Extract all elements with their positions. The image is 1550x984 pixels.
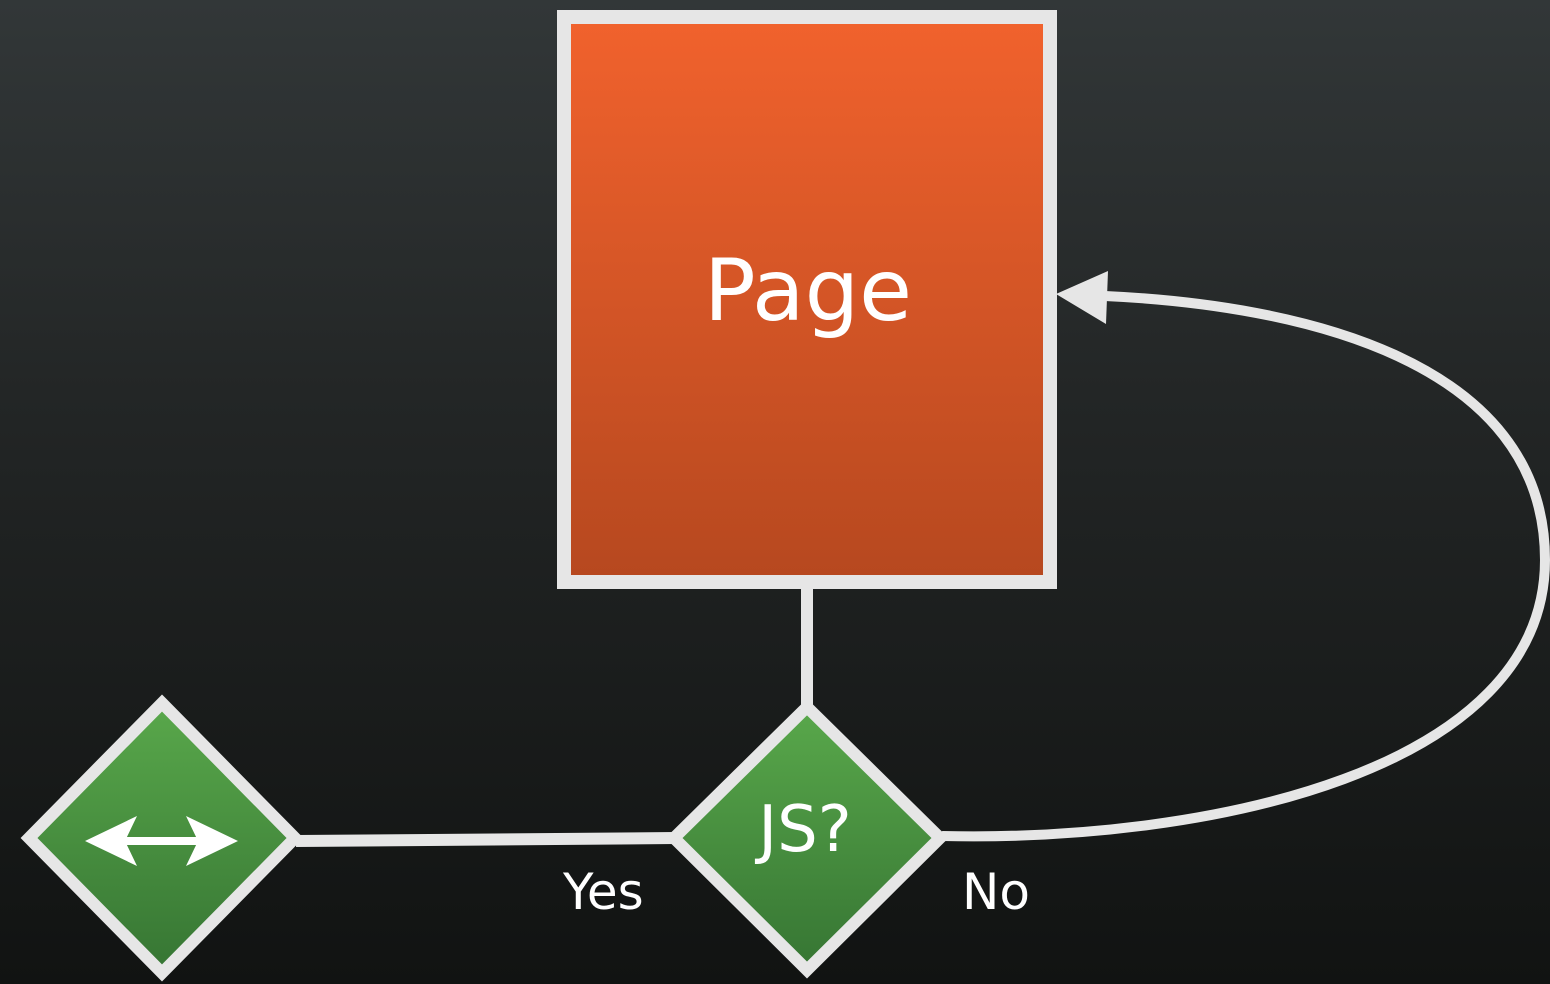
- decision-node-label: JS?: [758, 793, 852, 867]
- decision-diamond: [665, 698, 949, 979]
- page-node: [557, 10, 1057, 589]
- yes-edge-label: Yes: [563, 863, 644, 921]
- no-edge-label: No: [962, 863, 1030, 921]
- double-headed-arrow-icon: [85, 816, 238, 866]
- page-node-label: Page: [703, 241, 913, 341]
- connector-yes: [295, 832, 677, 847]
- connector-no-loop: [941, 291, 1550, 842]
- arrowhead-to-page: [1056, 271, 1108, 324]
